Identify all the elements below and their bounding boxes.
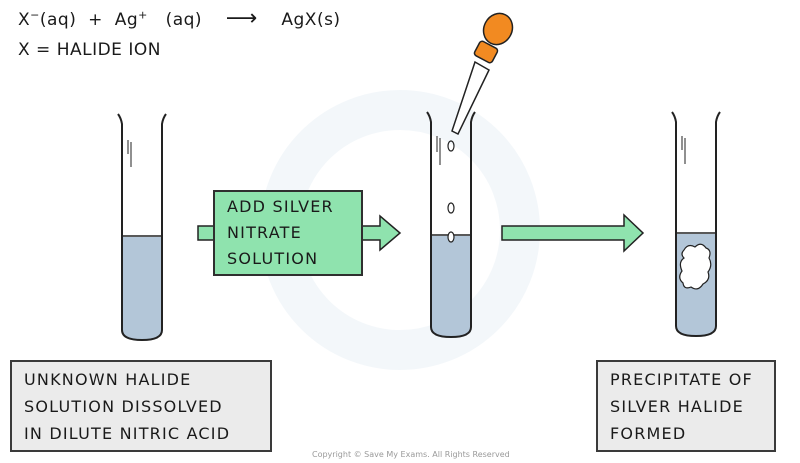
precipitate-formed-box: PRECIPITATE OF SILVER HALIDE FORMED xyxy=(596,360,776,452)
halide-state: (aq) xyxy=(39,10,77,30)
drop-icon xyxy=(447,202,455,214)
silver-charge: + xyxy=(138,8,148,22)
plus-sign: + xyxy=(88,10,103,30)
halide-solution-liquid xyxy=(122,237,162,340)
caption-line: SOLUTION DISSOLVED xyxy=(24,397,223,416)
dropper-pipette xyxy=(451,12,514,136)
caption-line: UNKNOWN HALIDE xyxy=(24,370,192,389)
copyright-notice: Copyright © Save My Exams. All Rights Re… xyxy=(312,450,510,459)
drop-icon xyxy=(447,231,455,243)
test-tube-left xyxy=(117,113,167,342)
caption-line: SILVER HALIDE xyxy=(610,397,744,416)
test-tube-right xyxy=(671,111,721,338)
mixing-solution-liquid xyxy=(431,236,471,337)
silver-halide-precipitate xyxy=(679,243,712,290)
step-line: NITRATE xyxy=(227,223,302,242)
caption-line: IN DILUTE NITRIC ACID xyxy=(24,424,231,443)
step-line: ADD SILVER xyxy=(227,197,334,216)
step-line: SOLUTION xyxy=(227,249,319,268)
unknown-halide-box: UNKNOWN HALIDE SOLUTION DISSOLVED IN DIL… xyxy=(10,360,272,452)
test-tube-middle xyxy=(426,111,476,339)
halide-charge: − xyxy=(30,8,40,22)
caption-line: FORMED xyxy=(610,424,687,443)
product: AgX(s) xyxy=(281,10,341,30)
silver-ion: Ag xyxy=(114,10,139,30)
arrow-right xyxy=(501,213,645,253)
caption-line: PRECIPITATE OF xyxy=(610,370,753,389)
drop-icon xyxy=(447,140,455,152)
silver-state: (aq) xyxy=(165,10,203,30)
halide-definition: X = HALIDE ION xyxy=(18,40,161,60)
halide-ion: X xyxy=(18,10,31,30)
reaction-equation: X−(aq) + Ag+ (aq) ⟶ AgX(s) xyxy=(18,6,341,31)
add-silver-nitrate-box: ADD SILVER NITRATE SOLUTION xyxy=(213,190,363,276)
reaction-arrow: ⟶ xyxy=(225,6,258,31)
